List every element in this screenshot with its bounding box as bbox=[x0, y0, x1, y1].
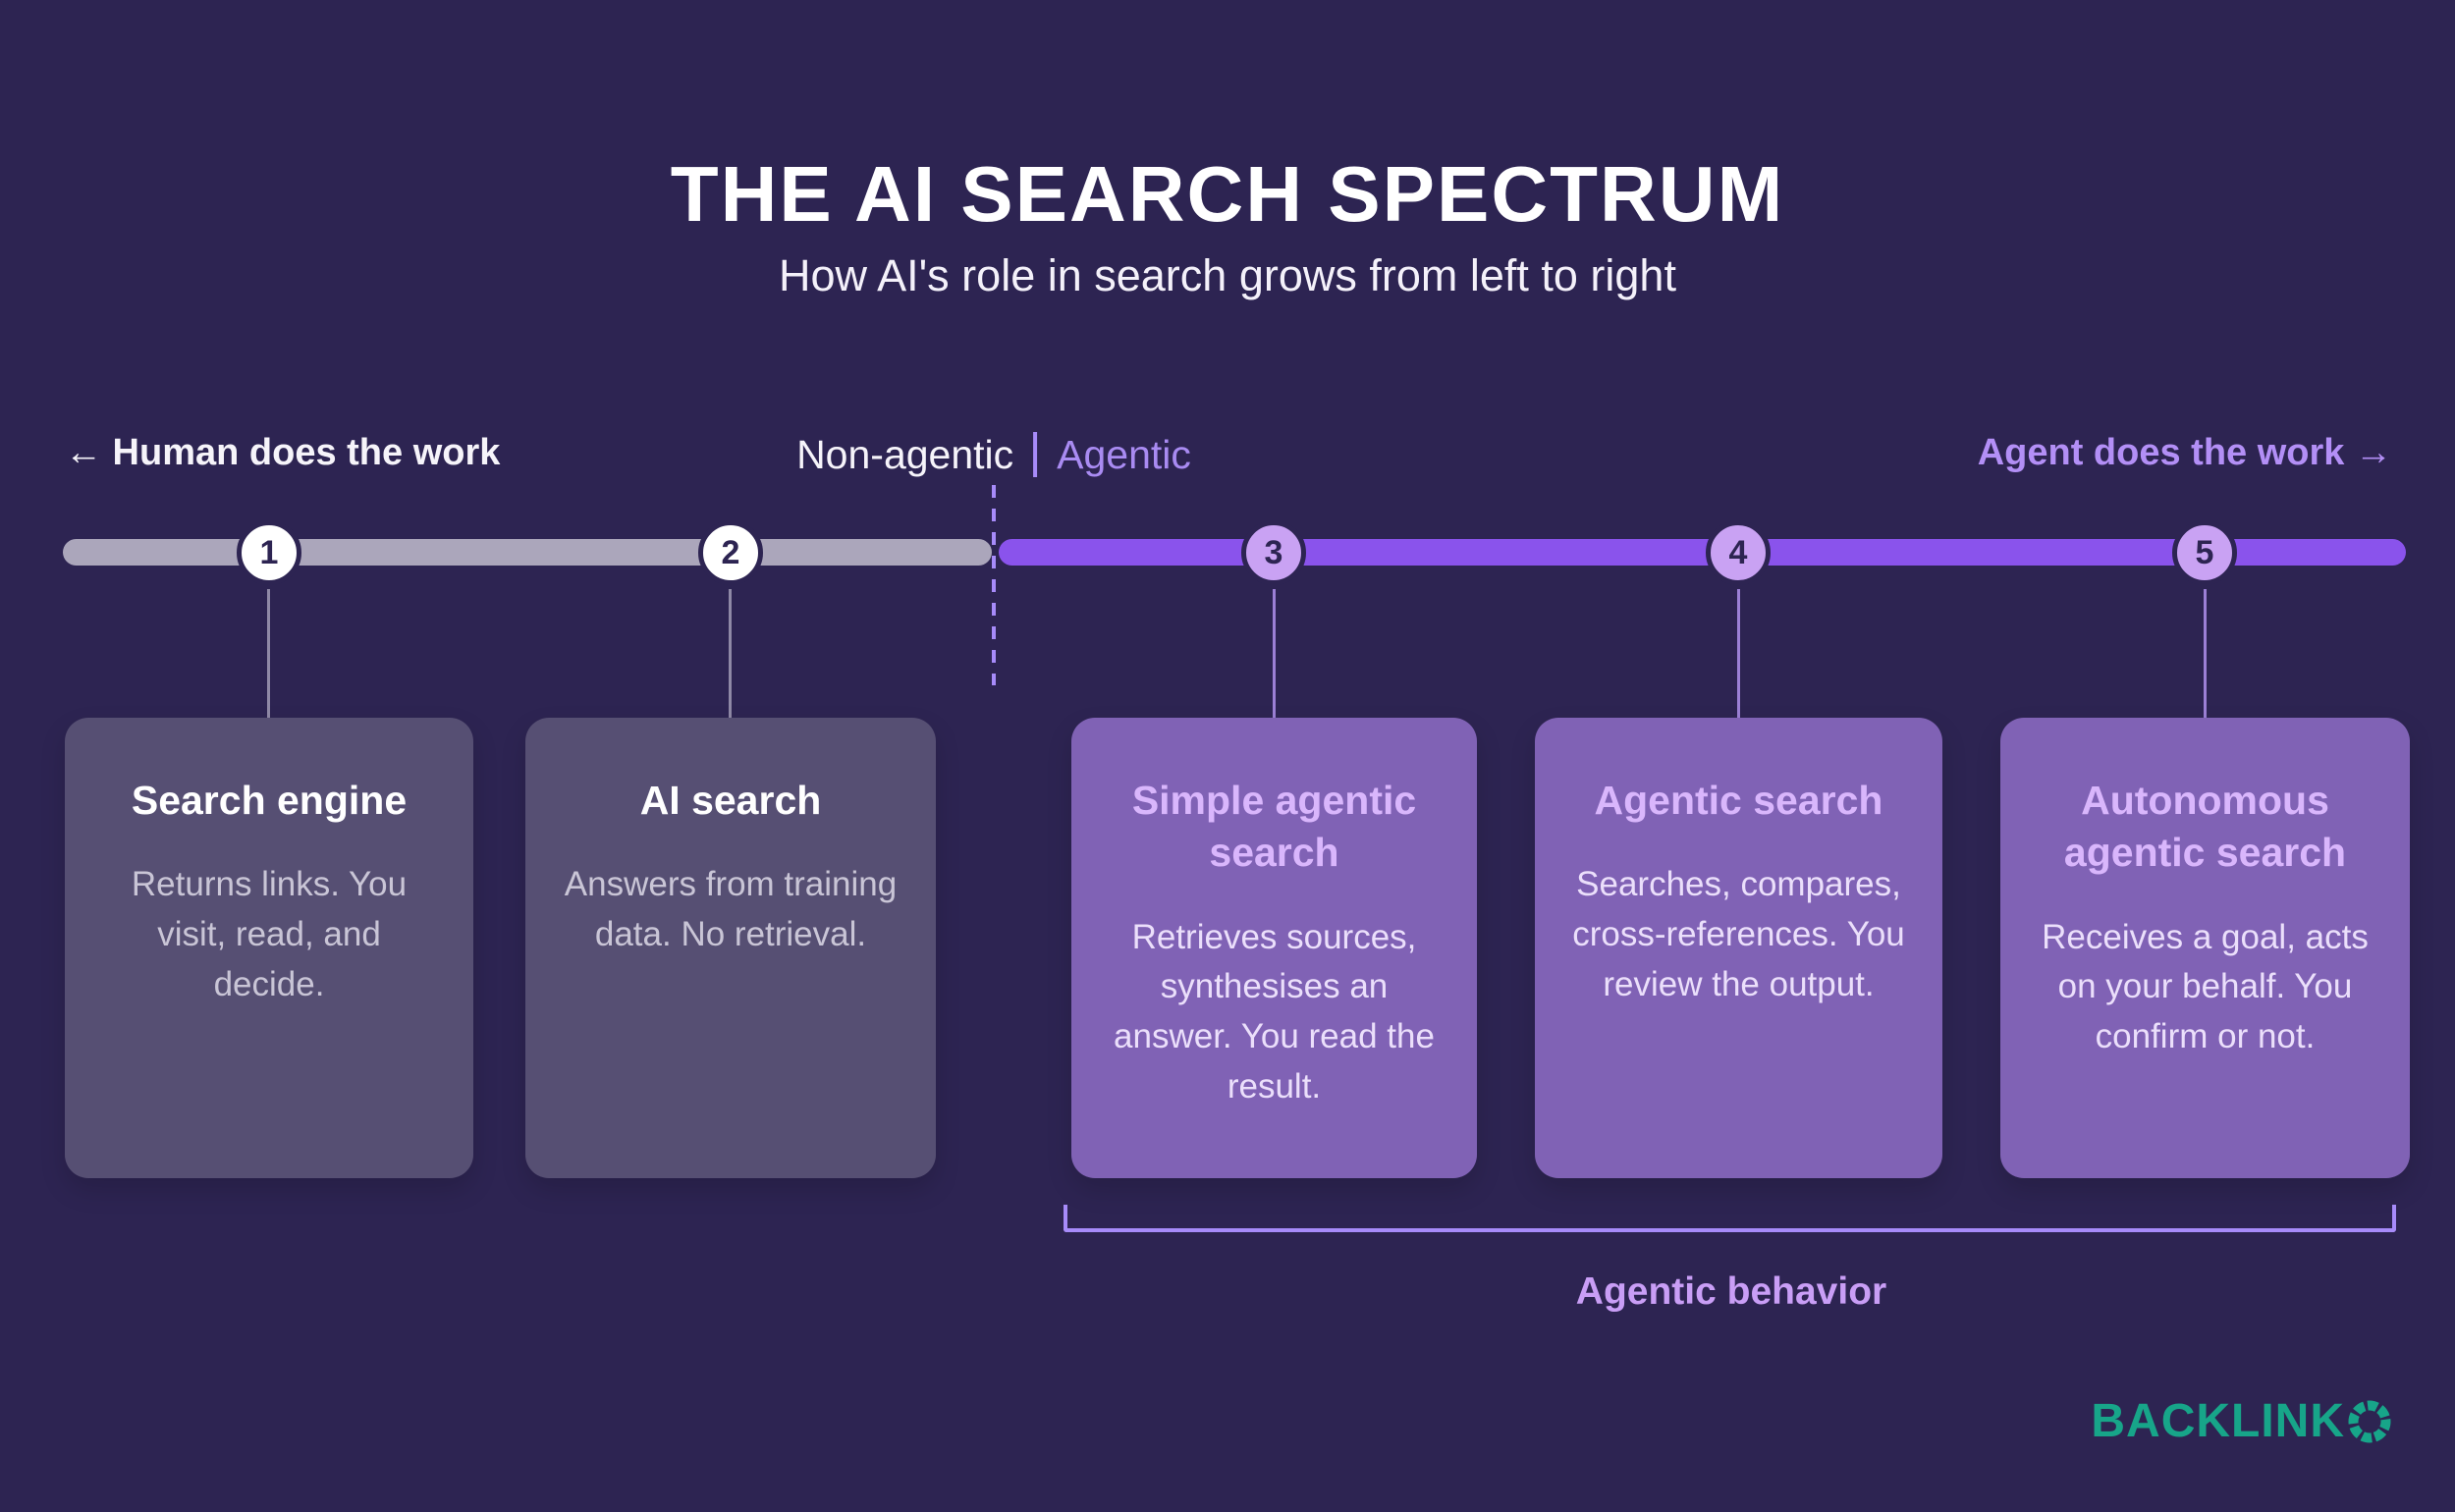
card-body: Answers from training data. No retrieval… bbox=[564, 865, 898, 954]
label-agent-does-work: Agent does the work → bbox=[1977, 432, 2392, 473]
label-human-does-work: ← Human does the work bbox=[65, 432, 501, 473]
node-number: 2 bbox=[721, 534, 740, 571]
card-body: Retrieves sources, synthesises an answer… bbox=[1114, 917, 1435, 1106]
card-title: Simple agentic search bbox=[1131, 778, 1417, 876]
card-autonomous-agentic-search: Autonomous agentic search Receives a goa… bbox=[2000, 718, 2410, 1178]
label-agentic: Agentic bbox=[1057, 431, 1191, 477]
card-body: Returns links. You visit, read, and deci… bbox=[131, 865, 408, 1003]
card-title: Autonomous agentic search bbox=[2063, 778, 2347, 876]
agentic-behavior-bracket bbox=[1064, 1205, 2396, 1232]
agentic-behavior-label: Agentic behavior bbox=[1575, 1270, 1887, 1313]
timeline-node-4: 4 bbox=[1706, 520, 1771, 585]
card-body: Searches, compares, cross-references. Yo… bbox=[1572, 865, 1905, 1003]
node-number: 3 bbox=[1264, 534, 1283, 571]
card-title: Agentic search bbox=[1594, 778, 1883, 823]
agentic-bar bbox=[999, 539, 2406, 566]
card-agentic-search: Agentic search Searches, compares, cross… bbox=[1535, 718, 1942, 1178]
card-ai-search: AI search Answers from training data. No… bbox=[525, 718, 936, 1178]
timeline-node-5: 5 bbox=[2172, 520, 2237, 585]
connector-line-2 bbox=[729, 589, 732, 718]
card-body: Receives a goal, acts on your behalf. Yo… bbox=[2042, 917, 2369, 1056]
logo-text: BACKLINK bbox=[2091, 1395, 2345, 1447]
timeline-node-3: 3 bbox=[1241, 520, 1306, 585]
timeline-node-1: 1 bbox=[237, 520, 301, 585]
label-spectrum-split: Non-agentic Agentic bbox=[796, 432, 1191, 477]
card-title: Search engine bbox=[131, 778, 408, 823]
node-number: 5 bbox=[2195, 534, 2214, 571]
timeline-node-2: 2 bbox=[698, 520, 763, 585]
label-non-agentic: Non-agentic bbox=[796, 431, 1014, 477]
non-agentic-bar bbox=[63, 539, 992, 566]
page-title: THE AI SEARCH SPECTRUM bbox=[670, 150, 1785, 238]
card-title: AI search bbox=[639, 778, 822, 823]
logo-segmented-o-icon bbox=[2348, 1400, 2391, 1443]
node-number: 1 bbox=[259, 534, 279, 571]
backlinko-logo: BACKLINK bbox=[2091, 1398, 2392, 1445]
connector-line-5 bbox=[2204, 589, 2207, 718]
divider-pipe bbox=[1033, 432, 1038, 477]
page-subtitle: How AI's role in search grows from left … bbox=[779, 250, 1676, 300]
card-simple-agentic-search: Simple agentic search Retrieves sources,… bbox=[1071, 718, 1477, 1178]
connector-line-4 bbox=[1737, 589, 1740, 718]
node-number: 4 bbox=[1728, 534, 1748, 571]
connector-line-3 bbox=[1273, 589, 1276, 718]
agentic-divider-dashed-line bbox=[992, 485, 996, 685]
card-search-engine: Search engine Returns links. You visit, … bbox=[65, 718, 473, 1178]
connector-line-1 bbox=[267, 589, 270, 718]
